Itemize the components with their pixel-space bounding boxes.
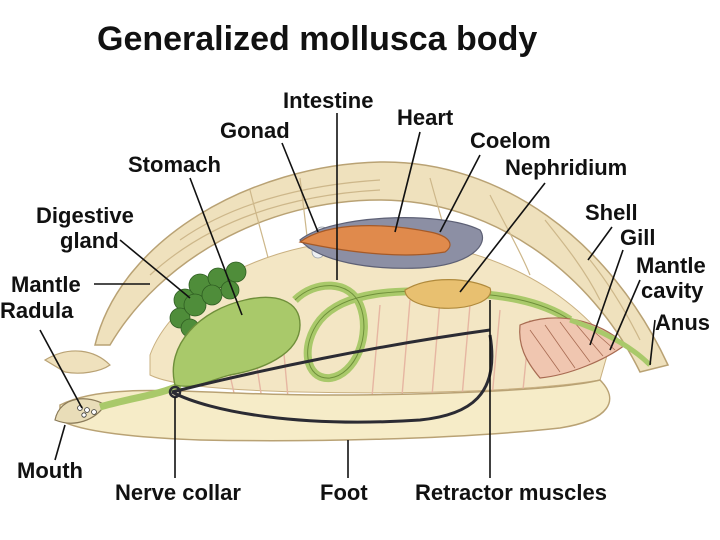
- label-nephridium: Nephridium: [505, 155, 627, 180]
- shell: [94, 161, 670, 373]
- label-digestive-gland-line2: gland: [60, 228, 119, 253]
- label-gonad: Gonad: [220, 118, 290, 143]
- label-mantle-cavity-line2: cavity: [641, 278, 704, 303]
- leader-gonad: [281, 142, 319, 233]
- label-mantle-left: Mantle: [11, 272, 81, 297]
- label-anus: Anus: [655, 310, 710, 335]
- label-intestine: Intestine: [283, 88, 373, 113]
- gill: [519, 317, 626, 379]
- label-digestive-gland-line1: Digestive: [36, 203, 134, 228]
- rectum: [569, 317, 652, 367]
- label-nerve-collar: Nerve collar: [115, 480, 241, 505]
- leader-lines: [39, 113, 656, 478]
- label-coelom: Coelom: [470, 128, 551, 153]
- label-retractor-muscles: Retractor muscles: [415, 480, 607, 505]
- leader-shell: [587, 226, 613, 261]
- leader-heart: [394, 131, 421, 233]
- stomach: [172, 296, 301, 387]
- leader-mantle-cavity: [609, 279, 641, 351]
- label-foot: Foot: [320, 480, 368, 505]
- mollusc-illustration: [43, 161, 670, 442]
- label-gill: Gill: [620, 225, 655, 250]
- leader-radula: [39, 329, 83, 409]
- label-mantle-cavity-line1: Mantle: [636, 253, 706, 278]
- leader-gill: [589, 249, 624, 346]
- leader-nephridium: [459, 182, 546, 293]
- leader-stomach: [189, 177, 243, 316]
- labels: Intestine Heart Gonad Coelom Stomach Nep…: [0, 88, 710, 505]
- nerve-cord-lower: [171, 334, 494, 424]
- diagram-title: Generalized mollusca body: [97, 20, 537, 58]
- nerve-cord-upper: [171, 328, 491, 394]
- label-mouth: Mouth: [17, 458, 83, 483]
- leader-anus: [649, 319, 656, 366]
- leader-digestive-gland: [119, 239, 191, 299]
- label-heart: Heart: [397, 105, 454, 130]
- label-radula: Radula: [0, 298, 74, 323]
- foot: [59, 379, 611, 442]
- leader-coelom: [439, 154, 481, 233]
- label-shell: Shell: [585, 200, 638, 225]
- mantle-flap: [43, 350, 111, 374]
- nephridium: [404, 279, 492, 309]
- leader-mouth: [54, 424, 66, 461]
- label-stomach: Stomach: [128, 152, 221, 177]
